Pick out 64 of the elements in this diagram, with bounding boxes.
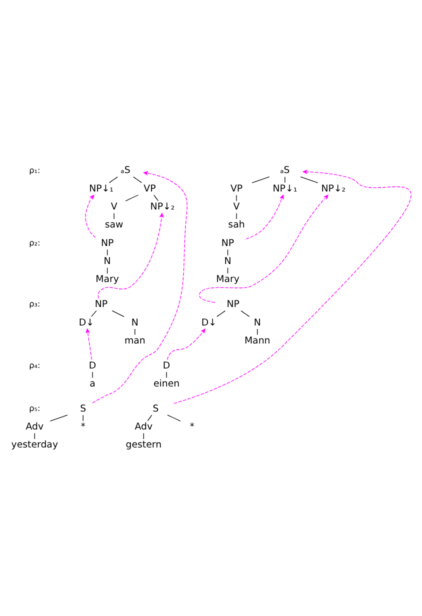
node-text: yesterday (11, 440, 58, 451)
node-text: Mary (216, 274, 240, 286)
arrow (98, 213, 164, 299)
node-text: Mann (244, 335, 270, 346)
node-text: D (162, 360, 170, 372)
arrow (86, 328, 92, 360)
node-text: Adv (134, 422, 153, 433)
node-text: NP (221, 238, 234, 249)
arrow (174, 170, 411, 404)
arrow (246, 194, 284, 240)
node-text: N (224, 256, 232, 268)
connector (252, 176, 270, 184)
connector (236, 212, 237, 220)
node-text: D↓ (201, 317, 216, 328)
node-text: Adv (26, 422, 44, 433)
connector (108, 176, 118, 183)
node-text: V (110, 202, 118, 213)
node-text: man (124, 335, 146, 346)
node-text: D↓ (78, 317, 94, 328)
connector (92, 372, 93, 378)
connector (166, 372, 167, 378)
connector (133, 176, 142, 183)
connector (216, 310, 226, 317)
connector (112, 310, 124, 318)
node-text: NP (94, 299, 108, 310)
connector (300, 176, 318, 184)
node-text: N (104, 256, 111, 268)
connector (167, 414, 181, 422)
connector (284, 176, 286, 183)
arrow (85, 194, 96, 238)
node-text: Mary (96, 274, 119, 286)
node-text: S (152, 403, 159, 414)
arrow (166, 328, 206, 360)
connector (147, 414, 152, 422)
connector (91, 310, 97, 317)
connector (240, 310, 250, 317)
node-text: * (190, 422, 194, 433)
node-text: N (254, 317, 261, 328)
node-text: saw (104, 220, 124, 231)
node-text: VP (230, 183, 243, 194)
arrow (198, 194, 328, 303)
node-text: ₐS (280, 165, 290, 176)
connector (50, 414, 68, 422)
connector (125, 194, 139, 202)
node-text: NP (100, 238, 114, 249)
node-text: NP↓₁ (89, 183, 114, 194)
node-text: sah (228, 220, 245, 231)
node-text: NP (226, 299, 240, 310)
node-text: * (80, 422, 86, 433)
node-text: N (131, 317, 138, 328)
arrow (92, 171, 188, 404)
node-text: a (90, 378, 96, 390)
node-text: NP↓₁ (272, 183, 298, 194)
node-text: gestern (126, 440, 162, 451)
node-text: D (88, 360, 96, 372)
node-text: NP↓₂ (321, 183, 346, 194)
node-text: S (80, 403, 86, 414)
connector (154, 194, 159, 202)
node-text: VP (144, 183, 156, 194)
node-text: ₐS (120, 165, 130, 176)
node-text: einen (153, 378, 180, 390)
connector (236, 194, 237, 202)
node-text: V (233, 202, 240, 213)
node-text: NP↓₂ (150, 202, 175, 213)
